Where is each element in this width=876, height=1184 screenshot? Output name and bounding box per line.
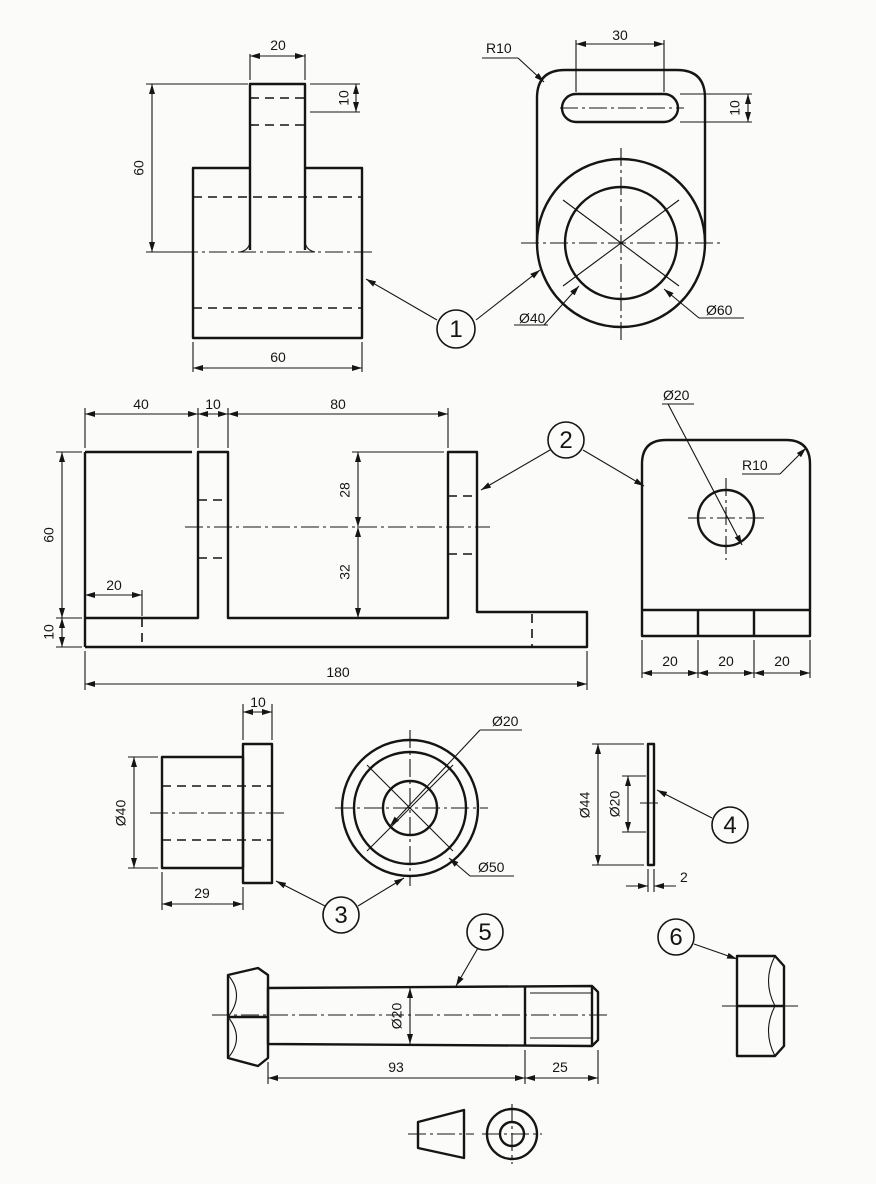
dim-part2-total-length: 180 [326, 664, 350, 680]
dim-part1-inner-dia: Ø40 [519, 310, 546, 326]
part6-nut-view [722, 954, 798, 1058]
part2-front-view: 40 10 80 60 10 28 32 20 180 [41, 396, 589, 690]
dim-part1-base-width: 60 [270, 349, 286, 365]
dim-part1-boss-width: 20 [270, 37, 286, 53]
balloon-part-2: 2 [480, 421, 645, 491]
dim-part1-radius: R10 [486, 40, 512, 56]
part4-washer-view: Ø44 Ø20 2 [577, 742, 688, 892]
dim-part3-bore: Ø20 [492, 713, 519, 729]
dim-part2-radius: R10 [742, 457, 768, 473]
dim-part3-collar: 10 [250, 694, 266, 710]
part1-side-view: 30 10 R10 Ø40 Ø60 [482, 27, 752, 340]
dim-part5-thread: 25 [552, 1059, 568, 1075]
dim-part2-web: 10 [205, 396, 221, 412]
balloon-part-6: 6 [657, 918, 738, 960]
dim-part3-outer: Ø50 [478, 859, 505, 875]
dim-part2-seg3: 20 [774, 653, 790, 669]
dim-part5-dia: Ø20 [389, 1003, 405, 1030]
dim-part4-thk: 2 [680, 869, 688, 885]
part5-bolt-view: Ø20 93 25 [212, 966, 610, 1084]
part3-front-view: 10 Ø40 29 [113, 694, 284, 910]
dim-part4-inner: Ø20 [607, 791, 623, 818]
part3-side-view: Ø20 Ø50 [335, 713, 522, 886]
dim-part2-base-thk: 10 [41, 624, 57, 640]
dim-part1-slot-length: 30 [612, 27, 628, 43]
part2-side-view: Ø20 R10 20 20 20 [640, 387, 812, 678]
dim-part2-span: 80 [330, 396, 346, 412]
balloon-5-label: 5 [478, 919, 491, 946]
dim-part3-length: 29 [194, 885, 210, 901]
dim-part2-seg1: 20 [662, 653, 678, 669]
dim-part2-hole-offset: 20 [106, 577, 122, 593]
part1-front-view: 20 10 60 60 [131, 37, 372, 372]
dim-part4-outer: Ø44 [577, 792, 593, 819]
balloon-part-5: 5 [455, 913, 504, 987]
balloon-1-label: 1 [449, 316, 462, 343]
dim-part2-lower: 32 [337, 564, 353, 580]
balloon-4-label: 4 [723, 812, 736, 839]
dim-part1-slot-height: 10 [727, 100, 743, 116]
dim-part2-hole-dia: Ø20 [663, 387, 690, 403]
balloon-part-3: 3 [275, 877, 405, 934]
dim-part1-height: 60 [131, 160, 147, 176]
dim-part5-length: 93 [388, 1059, 404, 1075]
balloon-3-label: 3 [334, 902, 347, 929]
balloon-2-label: 2 [559, 427, 572, 454]
dim-part1-slot-width: 10 [336, 90, 352, 106]
balloon-part-1: 1 [365, 269, 541, 349]
dim-part2-height: 60 [41, 527, 57, 543]
projection-symbol [408, 1104, 542, 1164]
dim-part2-left: 40 [133, 396, 149, 412]
dim-part3-dia: Ø40 [113, 800, 129, 827]
dim-part2-seg2: 20 [718, 653, 734, 669]
dim-part2-upper: 28 [337, 482, 353, 498]
balloon-part-4: 4 [656, 789, 749, 844]
balloon-6-label: 6 [669, 924, 682, 951]
dim-part1-outer-dia: Ø60 [706, 302, 733, 318]
